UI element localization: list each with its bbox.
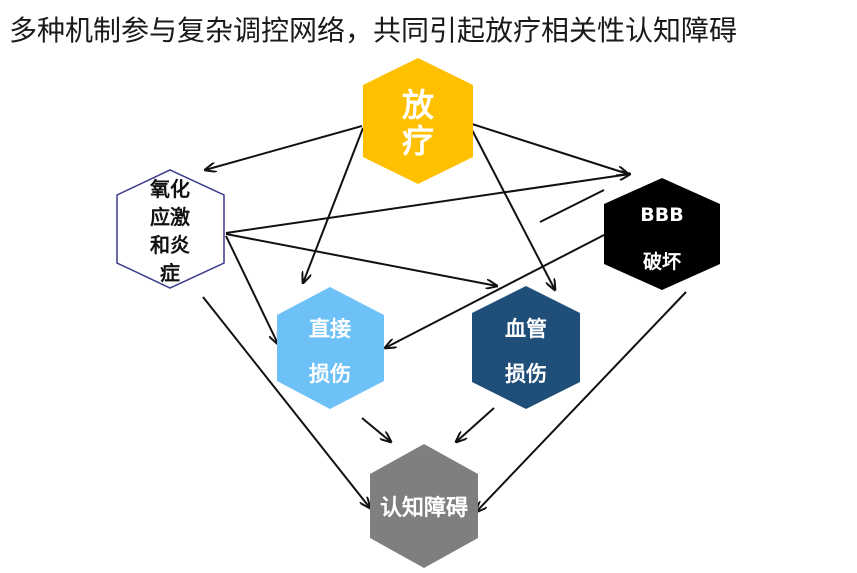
- label-vascular-line1: 血管: [505, 317, 547, 341]
- node-oxidative-stress: 氧化 应激 和炎 症: [116, 169, 225, 289]
- arrow-oxidative-to-cognitive: [202, 296, 370, 508]
- label-oxidative-line2: 应激: [150, 205, 190, 229]
- hexagon-direct: [277, 287, 384, 409]
- arrow-direct-to-cognitive: [361, 417, 391, 442]
- arrow-radiotherapy-to-oxidative: [205, 125, 363, 170]
- arrows: [202, 123, 687, 512]
- node-cognitive-impairment: 认知障碍: [370, 444, 478, 568]
- arrow-bbb-to-cognitive: [476, 291, 687, 512]
- arrow-oxidative-to-vascular: [225, 233, 497, 286]
- arrow-radiotherapy-to-bbb: [471, 123, 628, 174]
- arrow-oxidative-to-bbb: [225, 174, 630, 234]
- hexagon-cognitive: [370, 444, 478, 568]
- label-oxidative-line3: 和炎: [150, 233, 190, 257]
- hexagon-vascular: [472, 286, 580, 409]
- label-direct-line2: 损伤: [309, 362, 351, 386]
- label-oxidative-line1: 氧化: [149, 177, 190, 201]
- label-bbb-line2: 破坏: [643, 251, 681, 273]
- hexagon-bbb: [604, 178, 720, 290]
- arrow-bbb-to-direct: [385, 234, 605, 348]
- label-radiotherapy-line1: 放: [402, 86, 435, 124]
- label-bbb-line1: BBB: [640, 204, 683, 226]
- label-oxidative-line4: 症: [160, 261, 180, 285]
- label-vascular-line2: 损伤: [505, 362, 547, 386]
- page-title: 多种机制参与复杂调控网络，共同引起放疗相关性认知障碍: [9, 14, 738, 47]
- arrow-bbb-stub: [539, 189, 605, 223]
- arrow-radiotherapy-to-direct: [303, 127, 364, 283]
- label-direct-line1: 直接: [309, 317, 351, 341]
- hexagon-oxidative: [116, 169, 225, 289]
- node-vascular-injury: 血管 损伤: [472, 286, 580, 409]
- node-direct-injury: 直接 损伤: [277, 287, 384, 409]
- arrow-vascular-to-cognitive: [456, 407, 495, 442]
- arrow-radiotherapy-to-vascular: [470, 127, 555, 290]
- label-radiotherapy-line2: 疗: [402, 122, 434, 160]
- arrow-oxidative-to-direct: [225, 235, 278, 344]
- hexagon-radiotherapy: [363, 58, 473, 184]
- node-bbb: BBB 破坏: [604, 178, 720, 290]
- node-radiotherapy: 放 疗: [363, 58, 473, 184]
- label-cognitive: 认知障碍: [380, 495, 468, 521]
